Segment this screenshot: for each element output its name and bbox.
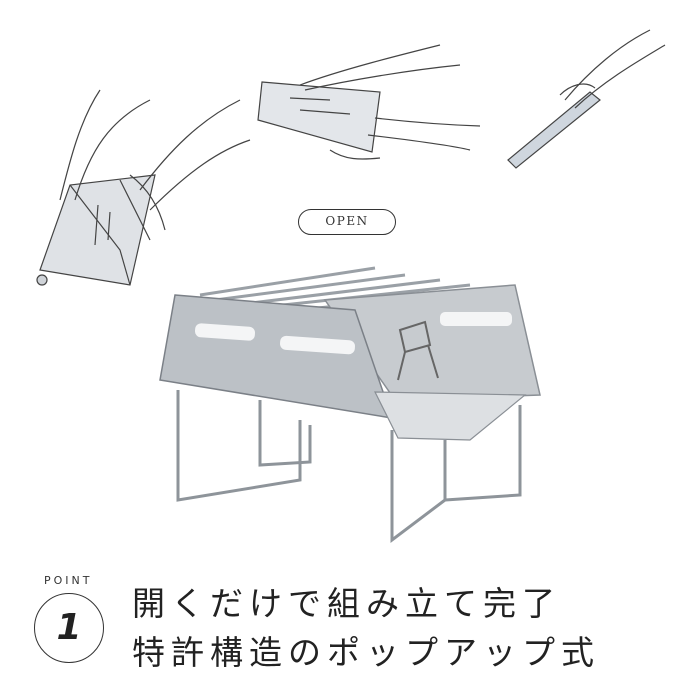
headline-line-2: 特許構造のポップアップ式 [132,633,600,672]
open-badge: OPEN [298,209,396,235]
point-number-circle: 1 [34,593,104,663]
hands-opening-panel-illustration [257,44,481,160]
point-label: POINT [44,574,93,587]
hand-holding-folded-grill-illustration [507,29,666,169]
hands-holding-folded-grill-illustration [36,89,251,286]
headline-line-1: 開くだけで組み立て完了 [132,584,561,623]
point-number: 1 [56,607,82,648]
grill-legs [176,390,522,544]
opened-grill-illustration [159,266,541,544]
